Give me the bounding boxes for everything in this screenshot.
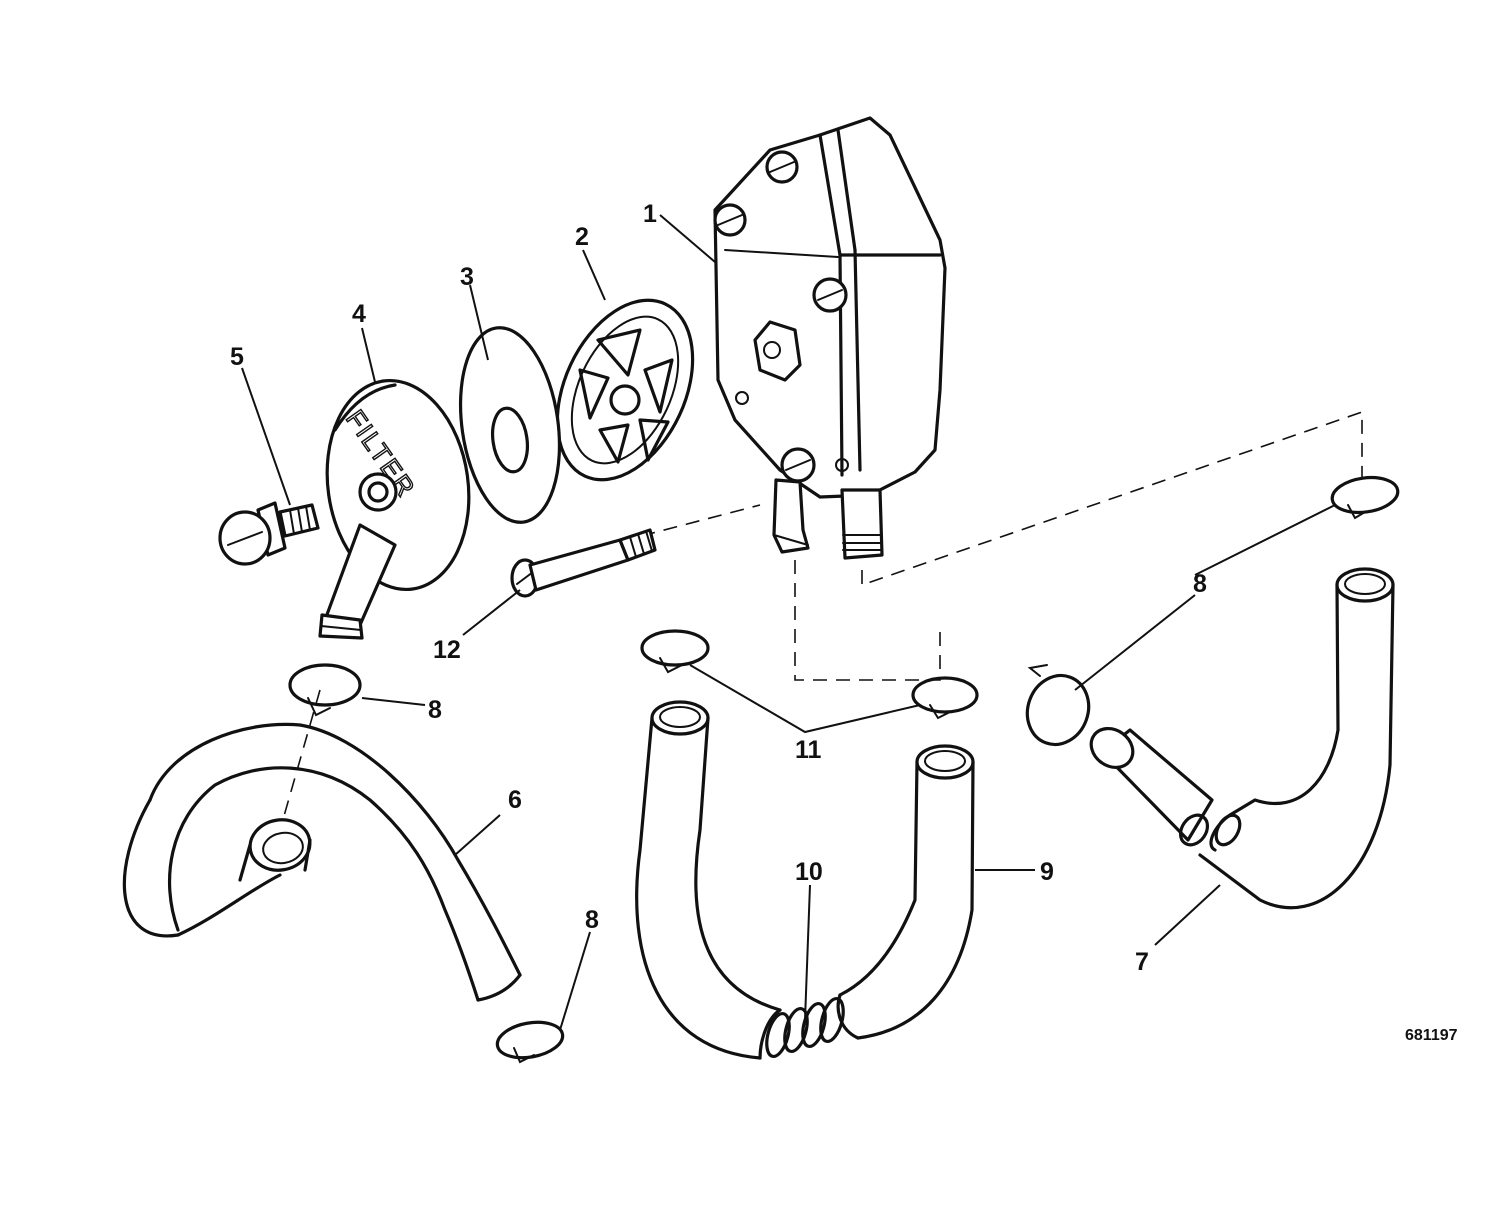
- clamp-8-top-right: [1330, 475, 1400, 520]
- fuel-pump-body: [713, 116, 947, 560]
- callout-labels: 1 2 3 4 5 12 8 8 8 6 9 10 11 7 681197: [230, 200, 1458, 1044]
- clamp-8-bottom: [495, 1020, 565, 1064]
- filter-gasket: [458, 326, 562, 524]
- pump-screw-right: [812, 277, 848, 313]
- pump-fitting-left: [772, 478, 810, 554]
- figure-number: 681197: [1405, 1027, 1458, 1044]
- callout-11: 11: [795, 736, 822, 764]
- callout-12: 12: [433, 636, 461, 664]
- leader-lines: [241, 214, 1336, 1031]
- pump-fitting-right: [840, 488, 884, 560]
- callout-7: 7: [1135, 948, 1149, 976]
- pump-screw-bottom: [780, 447, 816, 483]
- filter-screen: [555, 298, 695, 482]
- callout-8-top-right: 8: [1193, 570, 1207, 598]
- clamp-8-right: [1025, 664, 1091, 747]
- callout-3: 3: [460, 263, 474, 291]
- clamp-8-left: [288, 663, 362, 717]
- fuel-hose-right: [1198, 567, 1395, 910]
- filter-cover: FILTER: [318, 378, 471, 640]
- callout-6: 6: [508, 786, 522, 814]
- clamp-11-left: [640, 629, 710, 674]
- callout-2: 2: [575, 223, 589, 251]
- clamp-11-right: [911, 676, 979, 720]
- callout-4: 4: [352, 300, 366, 328]
- callout-10: 10: [795, 858, 823, 886]
- callout-1: 1: [643, 200, 657, 228]
- callout-5: 5: [230, 343, 244, 371]
- thumb-screw: [218, 501, 320, 566]
- callout-8-bottom: 8: [585, 906, 599, 934]
- hose-sleeve: [1089, 726, 1214, 847]
- pump-screw-top: [765, 150, 799, 184]
- long-screw: [510, 528, 657, 598]
- fuel-hose-u-shaped: [635, 700, 975, 1060]
- pump-screw-left: [713, 203, 747, 237]
- fuel-hose-curved: [122, 722, 522, 1002]
- pump-inlet-boss: [753, 320, 802, 382]
- callout-8-left: 8: [428, 696, 442, 724]
- hose-spring: [765, 996, 845, 1059]
- callout-9: 9: [1040, 858, 1054, 886]
